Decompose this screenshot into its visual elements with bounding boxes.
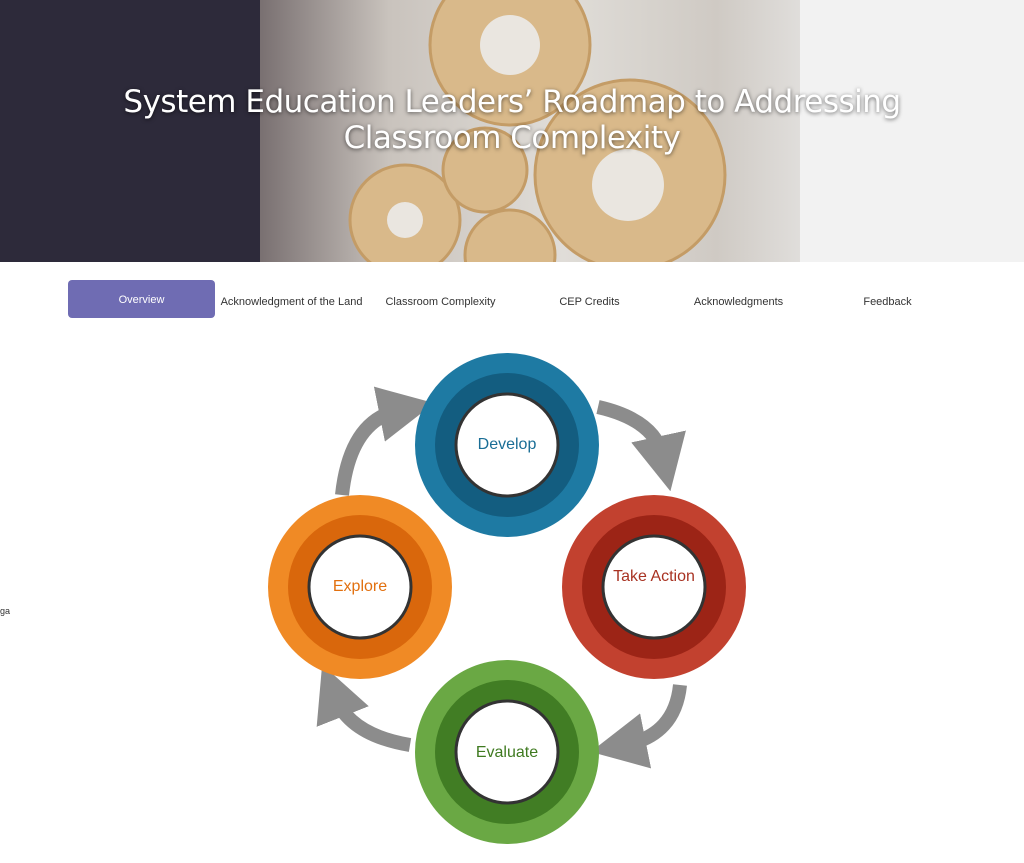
- step-evaluate: [415, 660, 599, 844]
- step-take-action: [562, 495, 746, 679]
- arrow-explore-to-develop: [335, 386, 435, 496]
- page-title: System Education Leaders’ Roadmap to Add…: [123, 84, 901, 156]
- arrow-evaluate-to-explore: [316, 664, 412, 752]
- arrow-action-to-evaluate: [590, 684, 687, 769]
- cycle-diagram: Develop Take Action Evaluate Explore: [260, 345, 760, 845]
- arrow-develop-to-action: [596, 400, 686, 492]
- tab-acknowledgment-of-the-land[interactable]: Acknowledgment of the Land: [220, 296, 363, 308]
- step-explore: [268, 495, 452, 679]
- evaluate-label: Evaluate: [475, 744, 539, 761]
- develop-label: Develop: [477, 436, 537, 453]
- stray-text: ga: [0, 606, 11, 616]
- tab-overview[interactable]: Overview: [68, 280, 215, 318]
- hero-banner: System Education Leaders’ Roadmap to Add…: [0, 0, 1024, 262]
- tab-classroom-complexity[interactable]: Classroom Complexity: [385, 296, 496, 308]
- tab-bar: Overview Acknowledgment of the Land Clas…: [68, 280, 962, 318]
- step-develop: [415, 353, 599, 537]
- tab-acknowledgments[interactable]: Acknowledgments: [693, 296, 784, 308]
- tab-cep-credits[interactable]: CEP Credits: [559, 296, 620, 308]
- take-action-label: Take Action: [613, 568, 695, 585]
- tab-feedback[interactable]: Feedback: [863, 296, 912, 308]
- gears-photo: [0, 0, 1024, 262]
- explore-label: Explore: [332, 578, 388, 595]
